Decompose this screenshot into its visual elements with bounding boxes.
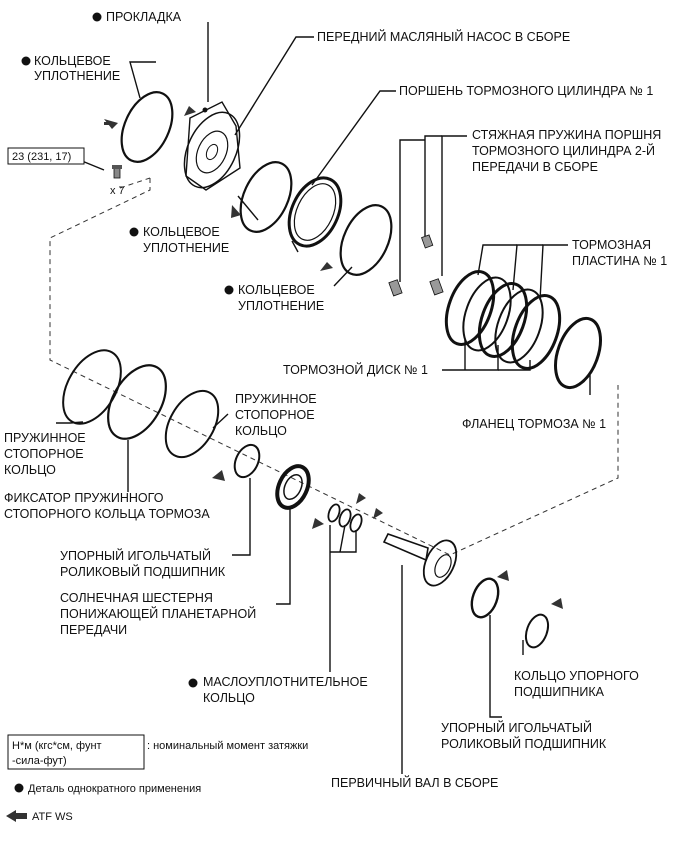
atf-arrows [104, 106, 563, 609]
label-o-ring-mid-2: УПЛОТНЕНИЕ [143, 241, 229, 255]
label-snap-ring-right-3: КОЛЬЦО [235, 424, 287, 438]
brake-piston [287, 176, 343, 248]
label-oil-pump: ПЕРЕДНИЙ МАСЛЯНЫЙ НАСОС В СБОРЕ [317, 29, 570, 44]
label-bolt-qty: x 7 [110, 185, 125, 197]
thrust-bearing-race [524, 613, 550, 649]
label-spring-1: СТЯЖНАЯ ПРУЖИНА ПОРШНЯ [472, 128, 661, 142]
label-sun-gear-3: ПЕРЕДАЧИ [60, 623, 127, 637]
label-input-shaft: ПЕРВИЧНЫЙ ВАЛ В СБОРЕ [331, 775, 498, 790]
oil-seal-rings [327, 503, 363, 533]
label-snap-ring-right-1: ПРУЖИННОЕ [235, 392, 317, 406]
label-snap-ring-right-2: СТОПОРНОЕ [235, 408, 315, 422]
label-needle-bearing-b-2: РОЛИКОВЫЙ ПОДШИПНИК [441, 736, 607, 751]
legend-single-use: Деталь однократного применения [28, 783, 201, 795]
label-snap-ring-left-2: СТОПОРНОЕ [4, 447, 84, 461]
label-oil-seal-1: МАСЛОУПЛОТНИТЕЛЬНОЕ [203, 675, 368, 689]
thrust-needle-bearing-b [470, 577, 500, 619]
label-retainer-2: СТОПОРНОГО КОЛЬЦА ТОРМОЗА [4, 507, 210, 521]
torque-spec: 23 (231, 17) [7, 147, 85, 165]
label-brake-flange: ФЛАНЕЦ ТОРМОЗА № 1 [462, 417, 606, 431]
snap-ring-left [62, 349, 122, 425]
o-ring-middle [239, 161, 293, 233]
torque-value: 23 (231, 17) [12, 151, 71, 163]
brake-pack [444, 270, 562, 370]
sun-gear [275, 464, 311, 510]
label-spring-3: ПЕРЕДАЧИ В СБОРЕ [472, 160, 598, 174]
thrust-needle-bearing-a [233, 443, 261, 479]
label-piston: ПОРШЕНЬ ТОРМОЗНОГО ЦИЛИНДРА № 1 [399, 84, 653, 98]
label-brake-plate-1: ТОРМОЗНАЯ [572, 238, 651, 252]
label-needle-bearing-a-2: РОЛИКОВЫЙ ПОДШИПНИК [60, 564, 226, 579]
o-ring-lower [339, 204, 393, 276]
label-gasket: ПРОКЛАДКА [106, 10, 182, 24]
snap-ring-right [164, 389, 220, 459]
snap-ring-retainer [107, 364, 167, 440]
label-brake-disc: ТОРМОЗНОЙ ДИСК № 1 [283, 362, 428, 377]
label-spring-2: ТОРМОЗНОГО ЦИЛИНДРА 2-Й [472, 143, 655, 158]
legend-atf: ATF WS [32, 811, 73, 823]
legend-torque-desc: : номинальный момент затяжки [147, 740, 308, 752]
label-snap-ring-left-3: КОЛЬЦО [4, 463, 56, 477]
label-o-ring-low-1: КОЛЬЦЕВОЕ [238, 283, 315, 297]
label-o-ring-top-1: КОЛЬЦЕВОЕ [34, 54, 111, 68]
o-ring-top [120, 91, 174, 163]
label-sun-gear-1: СОЛНЕЧНАЯ ШЕСТЕРНЯ [60, 591, 213, 605]
label-retainer-1: ФИКСАТОР ПРУЖИННОГО [4, 491, 164, 505]
legend-torque-line1: Н*м (кгс*см, фунт [12, 740, 102, 752]
atf-arrow-icon [6, 810, 27, 822]
label-sun-gear-2: ПОНИЖАЮЩЕЙ ПЛАНЕТАРНОЙ [60, 606, 256, 621]
bolt-icon [112, 165, 122, 179]
label-thrust-race-2: ПОДШИПНИКА [514, 685, 605, 699]
legend: Н*м (кгс*см, фунт -сила-фут) : номинальн… [6, 734, 308, 823]
part-labels: ПРОКЛАДКА КОЛЬЦЕВОЕ УПЛОТНЕНИЕ ПЕРЕДНИЙ … [4, 10, 667, 790]
label-needle-bearing-b-1: УПОРНЫЙ ИГОЛЬЧАТЫЙ [441, 720, 592, 735]
label-oil-seal-2: КОЛЬЦО [203, 691, 255, 705]
label-brake-plate-2: ПЛАСТИНА № 1 [572, 254, 667, 268]
return-spring-set [388, 234, 444, 297]
label-o-ring-low-2: УПЛОТНЕНИЕ [238, 299, 324, 313]
label-o-ring-mid-1: КОЛЬЦЕВОЕ [143, 225, 220, 239]
single-use-bullets [14, 12, 234, 793]
leader-lines [56, 22, 591, 774]
label-thrust-race-1: КОЛЬЦО УПОРНОГО [514, 669, 639, 683]
legend-torque-line2: -сила-фут) [12, 755, 67, 767]
brake-flange [554, 316, 602, 390]
assembly-outline [49, 177, 619, 556]
label-o-ring-top-2: УПЛОТНЕНИЕ [34, 69, 120, 83]
oil-pump [183, 101, 241, 191]
input-shaft [382, 533, 458, 587]
label-needle-bearing-a-1: УПОРНЫЙ ИГОЛЬЧАТЫЙ [60, 548, 211, 563]
label-snap-ring-left-1: ПРУЖИННОЕ [4, 431, 86, 445]
